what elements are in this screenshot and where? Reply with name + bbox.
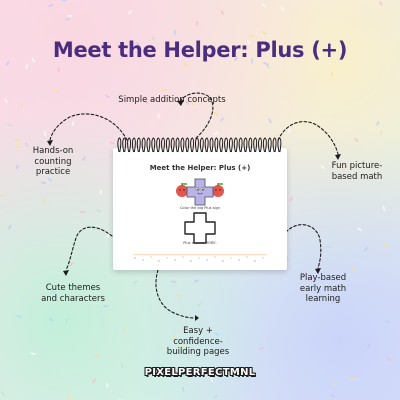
arrow-left-top [49,113,128,141]
callout-left-top: Hands-on counting practice [32,146,74,178]
callout-bottom: Easy + confidence-building pages [166,326,230,358]
callout-left-bottom: Cute themes and characters [41,283,105,304]
page-title: Meet the Helper: Plus (+) [52,38,348,62]
callout-top: Simple addition concepts [118,95,226,105]
brand-logo: PIXELPERFECTMNL [144,367,256,378]
worksheet-notebook: Meet the Helper: Plus (+) Color the big … [113,148,287,270]
apple-left-icon [176,182,188,197]
arrow-right-top [277,121,339,155]
callout-right-bottom: Play-based early math learning [299,273,347,305]
arrow-right-bottom [285,224,322,269]
worksheet-art [133,178,267,262]
arrow-bottom [155,269,195,319]
arrow-top [180,92,214,139]
callout-right-top: Fun picture-based math [331,161,383,182]
arrow-left-bottom [65,226,113,271]
worksheet-caption: Plus means MORE. [183,241,217,245]
plus-mascot-icon [186,178,214,206]
worksheet-title: Meet the Helper: Plus (+) [149,164,251,172]
worksheet-confetti [133,254,267,262]
worksheet-instruction: Color the big Plus sign [179,206,221,210]
big-plus-outline [184,212,216,244]
spiral-binding [117,137,282,153]
apple-right-icon [212,182,224,197]
